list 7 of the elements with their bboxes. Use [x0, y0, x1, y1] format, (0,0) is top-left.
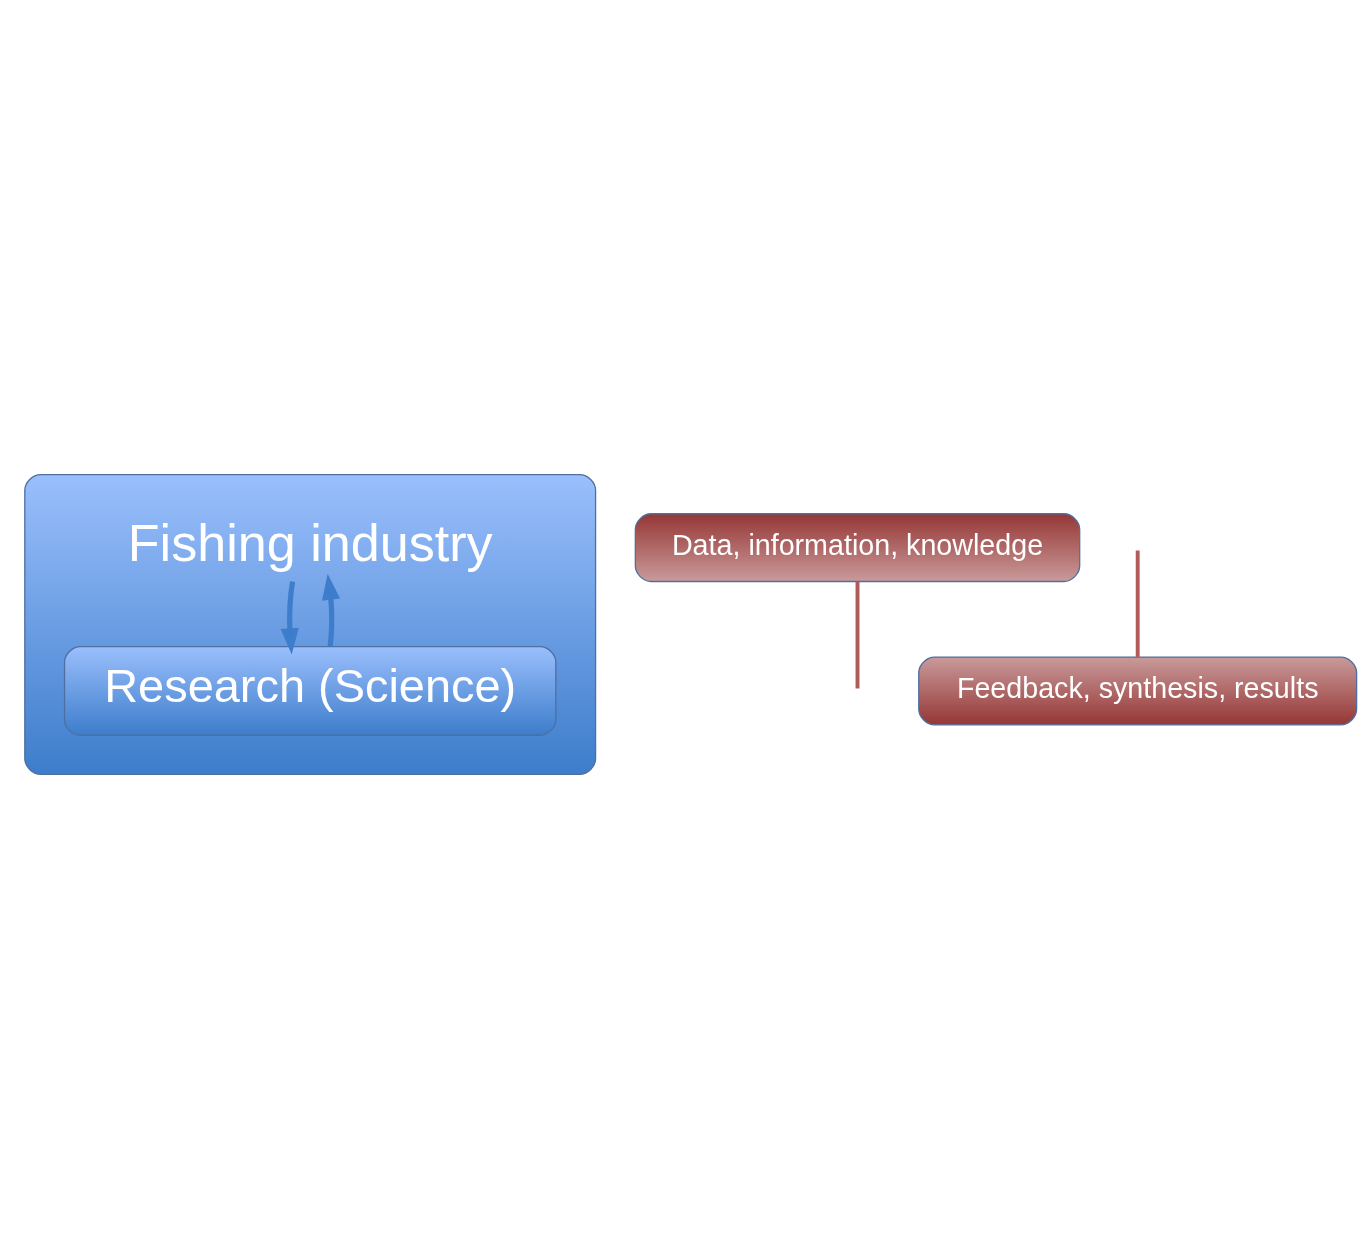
node-box: Data, information, knowledge: [634, 512, 1081, 582]
node-box: Feedback, synthesis, results: [918, 655, 1358, 725]
connector: [1135, 550, 1140, 657]
node-box: Research (Science): [63, 645, 557, 736]
arrow: [321, 573, 341, 647]
arrow: [280, 580, 299, 654]
connector: [855, 581, 860, 688]
